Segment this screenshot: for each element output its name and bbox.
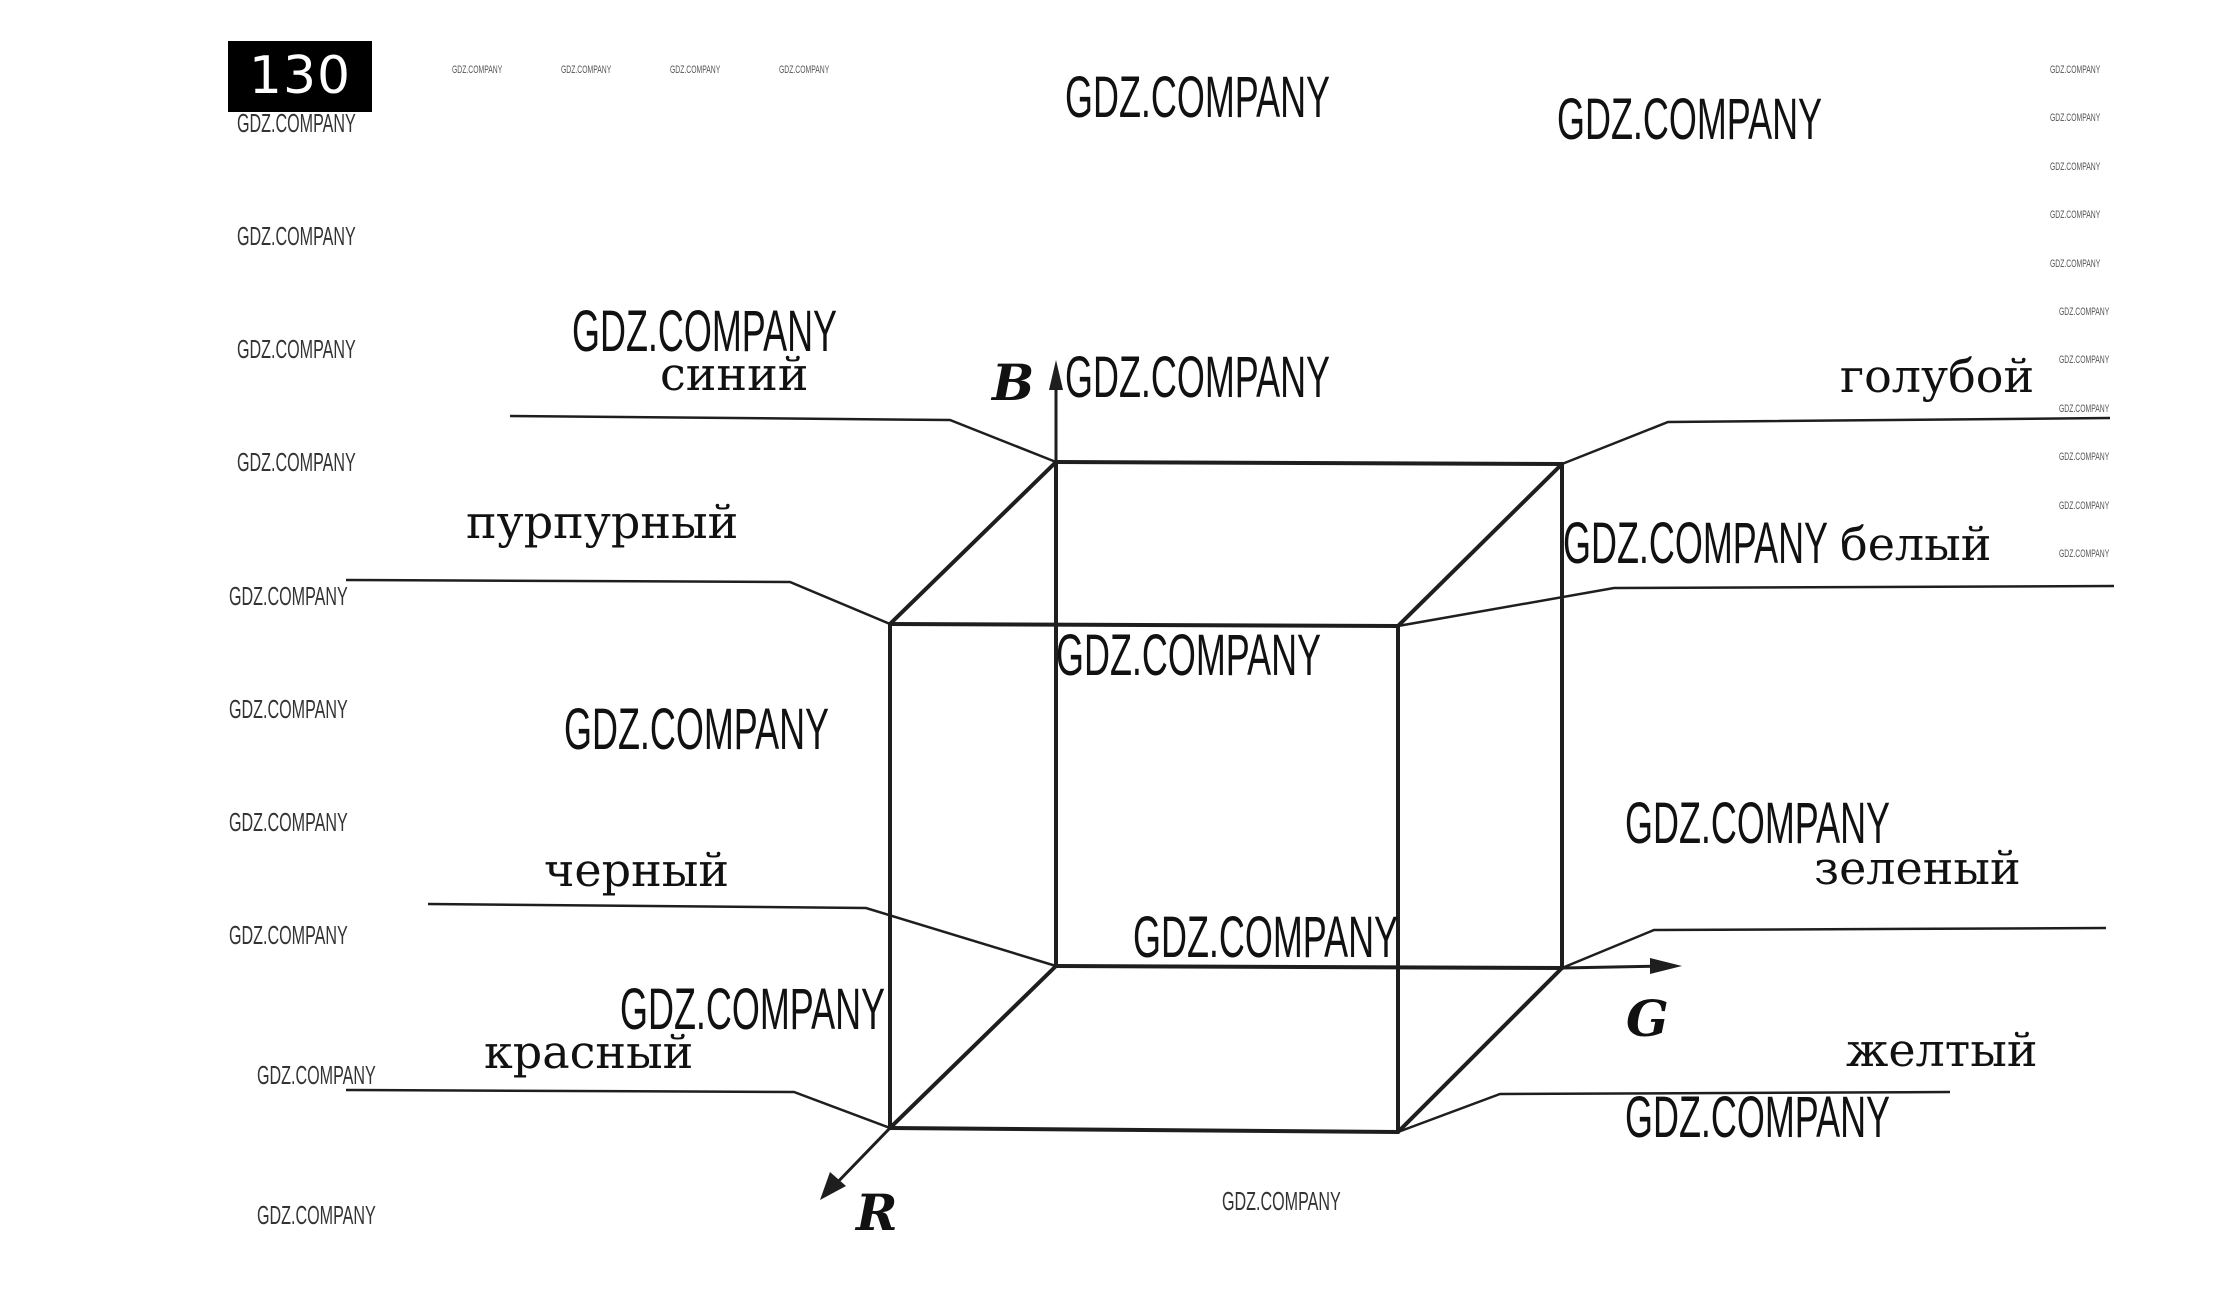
watermark: GDZ.COMPANY <box>2050 258 2101 270</box>
label-blue: синий <box>660 347 808 401</box>
watermark: GDZ.COMPANY <box>2059 403 2110 415</box>
cube-edge <box>888 622 1400 628</box>
watermark: GDZ.COMPANY <box>1557 87 1823 152</box>
r-axis-label: R <box>854 1183 898 1242</box>
watermark: GDZ.COMPANY <box>229 920 348 950</box>
label-cyan: голубой <box>1840 349 2034 403</box>
leader-line-cyan <box>1561 416 2111 466</box>
watermark: GDZ.COMPANY <box>452 64 503 76</box>
cube-edge <box>1396 462 1564 628</box>
watermark: GDZ.COMPANY <box>620 977 886 1042</box>
watermark: GDZ.COMPANY <box>237 108 356 138</box>
b-axis-arrow <box>1049 360 1063 390</box>
watermark: GDZ.COMPANY <box>229 581 348 611</box>
cube-edge <box>1054 964 1564 970</box>
watermark: GDZ.COMPANY <box>2059 500 2110 512</box>
r-axis-arrow <box>820 1172 846 1200</box>
page-number-badge: 130 <box>228 41 372 112</box>
g-axis-label: G <box>1626 989 1669 1048</box>
watermark: GDZ.COMPANY <box>2059 548 2110 560</box>
g-axis-arrow <box>1650 958 1682 974</box>
label-black: черный <box>544 843 729 897</box>
cube-edge <box>1396 966 1564 1134</box>
cube-edge <box>1054 460 1564 466</box>
watermark: GDZ.COMPANY <box>564 697 830 762</box>
cube-edge <box>888 460 1058 626</box>
watermark: GDZ.COMPANY <box>572 299 838 364</box>
watermark: GDZ.COMPANY <box>1065 65 1331 130</box>
watermark: GDZ.COMPANY <box>237 447 356 477</box>
watermark: GDZ.COMPANY <box>229 694 348 724</box>
watermark: GDZ.COMPANY <box>2050 161 2101 173</box>
leader-line-white <box>1397 584 2115 628</box>
watermark: GDZ.COMPANY <box>670 64 721 76</box>
label-red: красный <box>484 1025 693 1079</box>
leader-line-blue <box>509 414 1057 464</box>
watermark: GDZ.COMPANY <box>1625 1085 1891 1150</box>
r-axis-line <box>828 1126 892 1192</box>
watermark: GDZ.COMPANY <box>1065 345 1331 410</box>
watermark: GDZ.COMPANY <box>1563 511 1829 576</box>
watermark: GDZ.COMPANY <box>561 64 612 76</box>
watermark: GDZ.COMPANY <box>2059 451 2110 463</box>
watermark: GDZ.COMPANY <box>1222 1186 1341 1216</box>
cube-edge <box>888 964 1058 1130</box>
cube-edge <box>888 1126 1400 1134</box>
watermark: GDZ.COMPANY <box>779 64 830 76</box>
watermark: GDZ.COMPANY <box>2050 112 2101 124</box>
watermark: GDZ.COMPANY <box>2059 354 2110 366</box>
label-white: белый <box>1840 517 1991 571</box>
watermark: GDZ.COMPANY <box>2050 209 2101 221</box>
watermark: GDZ.COMPANY <box>2059 306 2110 318</box>
leader-line-green <box>1561 926 2107 970</box>
label-green: зеленый <box>1814 841 2021 895</box>
watermark: GDZ.COMPANY <box>1625 791 1891 856</box>
b-axis-label: B <box>990 353 1034 412</box>
leader-line-black <box>427 902 1057 968</box>
watermark: GDZ.COMPANY <box>257 1060 376 1090</box>
leader-line-red <box>345 1088 891 1130</box>
leader-line-magenta <box>345 578 891 626</box>
watermark: GDZ.COMPANY <box>2050 64 2101 76</box>
watermark: GDZ.COMPANY <box>237 334 356 364</box>
label-magenta: пурпурный <box>466 495 738 549</box>
watermark: GDZ.COMPANY <box>1056 623 1322 688</box>
watermark: GDZ.COMPANY <box>229 807 348 837</box>
watermark: GDZ.COMPANY <box>237 221 356 251</box>
watermark: GDZ.COMPANY <box>257 1200 376 1230</box>
watermark: GDZ.COMPANY <box>1133 905 1399 970</box>
label-yellow: желтый <box>1846 1023 2037 1077</box>
leader-line-yellow <box>1397 1090 1951 1134</box>
